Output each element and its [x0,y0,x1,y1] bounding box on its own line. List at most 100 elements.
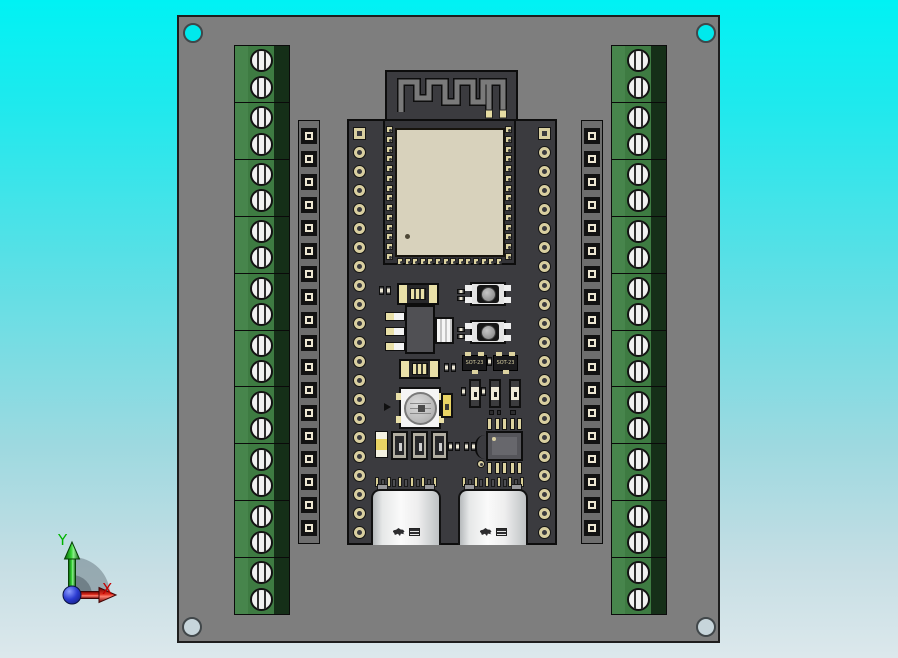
soic-leads-bottom [487,462,522,474]
castellation-pad [386,204,393,212]
terminal-screw [250,390,273,414]
chip-resistor [448,442,453,451]
regulator-tab [435,317,454,344]
through-hole-pad [538,146,551,159]
terminal-screw [627,530,650,554]
castellation-pad [505,194,512,202]
castellation-pad [505,155,512,163]
x-axis-arrowhead [98,586,118,604]
terminal-screw [627,106,650,130]
terminal-screw [627,49,650,73]
mounting-hole-top-right [696,23,716,43]
castellation-pad [435,258,442,265]
castellation-pad [386,252,393,260]
terminal-block-left [234,45,290,615]
castellation-pad [386,194,393,202]
through-hole-pad [538,355,551,368]
through-hole-pad [353,241,366,254]
through-hole-pad [538,488,551,501]
terminal-module [612,500,666,557]
terminal-module [235,386,289,443]
through-hole-pad [353,260,366,273]
chip-capacitor [457,327,465,332]
castellation-pad [450,258,457,265]
tantalum-capacitor [411,431,428,460]
castellation-pad [465,258,472,265]
terminal-module [235,500,289,557]
button-plunger [477,323,499,341]
terminal-block-right [611,45,667,615]
header-pin [301,335,317,352]
through-hole-pad [538,450,551,463]
header-pin [301,519,317,536]
sot23-marking: SOT-23 [465,360,484,366]
terminal-screw [627,587,650,611]
through-hole-pad [353,127,366,140]
terminal-screw [627,504,650,528]
through-hole-pad [538,526,551,539]
terminal-screw [627,473,650,497]
mounting-hole-bottom-right [696,617,716,637]
header-pin [301,312,317,329]
y-axis-arrowhead [63,540,81,560]
reset-button [465,320,511,344]
header-pin [584,174,600,191]
soic-lead [502,462,507,474]
terminal-module [235,329,289,387]
castellation-pad [505,223,512,231]
usb-pin [479,479,484,487]
usb-pin [496,477,501,487]
castellation-pad [505,174,512,182]
header-pin [584,519,600,536]
terminal-screw [250,473,273,497]
terminal-module [235,46,289,102]
castellation-pad [386,243,393,251]
through-hole-pad [353,203,366,216]
castellation-column-left [386,126,394,260]
soic-lead [494,418,500,430]
castellation-pad [505,213,512,221]
chip-resistor [451,363,456,372]
through-hole-pad [538,317,551,330]
terminal-module [235,215,289,273]
through-hole-pad [353,279,366,292]
axis-triad [38,528,130,610]
terminal-screw [250,220,273,244]
through-hole-pad [353,412,366,425]
through-hole-pad [353,393,366,406]
through-hole-pad [353,469,366,482]
usb-pin [485,477,490,487]
castellation-pad [386,135,393,143]
terminal-screw [250,333,273,357]
header-pin [584,450,600,467]
terminal-screw [250,189,273,213]
usb-pin [386,477,391,487]
origin-sphere [62,585,82,605]
usb-pin [392,479,397,487]
chip-component [497,410,501,415]
terminal-screw [250,276,273,300]
terminal-module [612,46,666,102]
castellation-pad [386,155,393,163]
castellation-pad [419,258,426,265]
terminal-module [235,557,289,614]
voltage-regulator [405,305,435,354]
through-hole-pad [353,450,366,463]
cloud-logo-icon [479,528,492,536]
castellation-pad [505,145,512,153]
power-resistor [469,379,481,408]
castellation-pad [505,243,512,251]
terminal-screw [627,163,650,187]
header-pin [301,266,317,283]
usb-pin [415,479,420,487]
terminal-screw [250,447,273,471]
through-hole-pad [353,222,366,235]
castellation-pad [427,258,434,265]
through-hole-pad [538,260,551,273]
chip-resistor [481,387,486,396]
power-resistor [509,379,521,408]
through-hole-pad [538,469,551,482]
y-axis-label: Y [58,531,68,549]
terminal-screw [627,447,650,471]
